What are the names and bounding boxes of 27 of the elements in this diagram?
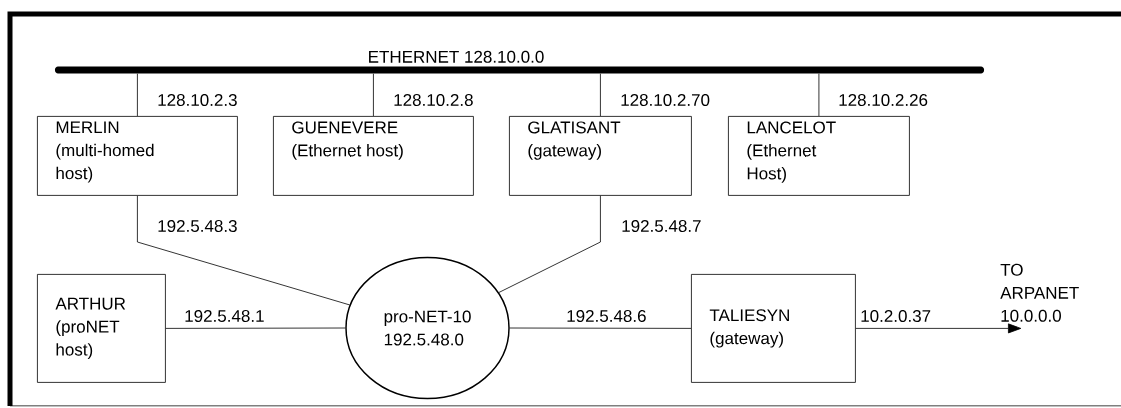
connector [137, 73, 138, 117]
address-label: 128.10.2.3 [158, 94, 237, 107]
connector [855, 323, 1022, 334]
host-box: TALIESYN (gateway) [691, 274, 856, 383]
ethernet-bus: ETHERNET 128.10.0.0 [55, 50, 984, 74]
host-box: ARTHUR (proNET host) [37, 274, 166, 383]
host-box: GUENEVERE (Ethernet host) [273, 116, 474, 196]
connector [137, 195, 351, 306]
connector [165, 327, 346, 329]
address-label: 192.5.48.1 [185, 310, 264, 323]
address-label: 128.10.2.70 [621, 94, 710, 107]
address-label: 128.10.2.8 [394, 94, 473, 107]
host-box: LANCELOT (Ethernet Host) [728, 116, 910, 196]
address-label: 192.5.48.6 [567, 310, 646, 323]
connector [600, 73, 601, 117]
address-label: 128.10.2.26 [839, 94, 928, 107]
host-box: MERLIN (multi-homed host) [37, 116, 238, 196]
address-label: 192.5.48.3 [158, 220, 237, 233]
node-label: ETHERNET 128.10.0.0 [369, 50, 544, 63]
host-box: GLATISANT (gateway) [509, 116, 692, 196]
connector [509, 327, 692, 329]
connector [818, 73, 820, 117]
address-label: 192.5.48.7 [622, 220, 701, 233]
destination-label: TO ARPANET 10.0.0.0 [1000, 263, 1079, 322]
connector [373, 73, 374, 117]
connector [498, 195, 601, 293]
address-label: 10.2.0.37 [861, 310, 931, 323]
